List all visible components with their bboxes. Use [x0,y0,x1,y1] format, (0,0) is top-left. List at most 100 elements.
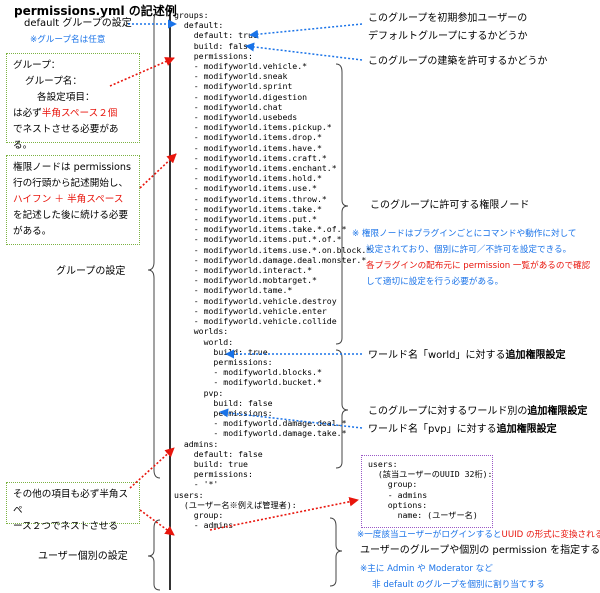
code-line: groups: [174,10,209,20]
box1-line5: でネストさせる必要がある。 [13,124,119,151]
code-line: - modifyworld.interact.* [174,265,313,276]
code-line: - modifyworld.bucket.* [174,377,322,388]
world-desc-b: 追加権限設定 [505,350,566,361]
code-line: - modifyworld.items.put.* [174,214,317,225]
default-desc-line2: デフォルトグループにするかどうか [368,31,528,42]
group-settings-label: グループの設定 [56,266,126,277]
code-line: - modifyworld.items.have.* [174,142,322,153]
box3-line2: ース２つでネストさせる [13,521,119,532]
code-line: - modifyworld.blocks.* [174,367,322,378]
code-line: - '*' [174,479,219,490]
arrow-pvp [219,408,363,429]
code-line: default: [174,20,224,31]
pvp-desc-b: 追加権限設定 [496,424,557,435]
code-line: (ユーザー名※例えば管理者): [174,499,297,510]
code-line: - modifyworld.items.enchant.* [174,163,337,174]
code-line: - modifyworld.sprint [174,81,293,92]
admin-note-line1: ※主に Admin や Moderator など [360,564,493,574]
default-desc-line1: このグループを初期参加ユーザーの [368,13,528,24]
users-bracket [147,519,161,591]
page-title: permissions.yml の記述例 [14,4,177,18]
code-line: permissions: [174,407,273,418]
uuid-code-line: options: [368,499,428,510]
uuid-note: ※一度該当ユーザーがログインするとUUID の形式に変換される [357,527,600,543]
code-line: admins: [174,438,219,449]
note-line4: して適切に設定を行う必要がある。 [366,277,504,287]
box2-line3: ハイフン ＋ 半角スペース [13,194,124,205]
code-line: - modifyworld.items.use.* [174,183,317,194]
users-right-bracket [329,517,343,587]
nesting-reminder-box: その他の項目も必ず半角スペ ース２つでネストさせる [6,482,140,532]
pvp-desc-a: ワールド名「pvp」に対する [368,424,497,435]
code-line: - modifyworld.damage.deal.monster.* [174,254,367,265]
code-line: - modifyworld.vehicle.destroy [174,295,337,306]
code-line: - modifyworld.vehicle.* [174,61,308,72]
arrow-nesting [109,57,175,87]
code-line: - modifyworld.damage.take.* [174,428,347,439]
note-line3: 各プラグインの配布元に permission 一覧があるので確認 [366,261,591,271]
permission-node-box: 権限ノードは permissions 行の行頭から記述開始し、 ハイフン ＋ 半… [6,155,140,245]
code-line: permissions: [174,469,253,480]
note-line2: 設定されており、個別に許可／不許可を設定できる。 [366,245,572,255]
arrow-hyphen [139,153,177,189]
code-line: users: [174,489,204,500]
code-line: - modifyworld.tame.* [174,285,293,296]
box2-line4: を記述した後に続ける必要 [13,210,129,221]
note-line1: ※ 権限ノードはプラグインごとにコマンドや動作に対して [352,229,577,239]
uuid-note-a: ※一度該当ユーザーがログインすると [357,530,502,540]
uuid-code-line: - admins [368,489,428,500]
code-line: build: false [174,397,273,408]
world-desc: ワールド名「world」に対する追加権限設定 [368,348,566,363]
code-line: - admins [174,520,234,531]
box1-line4b: 半角スペース２個 [41,108,118,119]
code-line: - modifyworld.sneak [174,71,288,82]
build-desc: このグループの建築を許可するかどうか [368,56,548,67]
uuid-code-line: group: [368,479,418,490]
groups-bracket [147,11,161,479]
pvp-desc: ワールド名「pvp」に対する追加権限設定 [368,422,557,437]
code-line: - modifyworld.damage.deal.* [174,418,347,429]
group-nesting-box: グループ： グループ名： 各設定項目： は必ず半角スペース２個 でネストさせる必… [6,53,140,151]
arrow-uuid [209,497,359,531]
assign-desc: ユーザーのグループや個別の permission を指定する [360,545,600,556]
world-desc-a: ワールド名「world」に対する [368,350,506,361]
user-settings-label: ユーザー個別の設定 [38,551,128,562]
box3-line1: その他の項目も必ず半角スペ [13,489,129,516]
box2-line1: 権限ノードは permissions [13,162,132,173]
code-line: - modifyworld.items.put.*.of.* [174,234,342,245]
admin-note-line2: 非 default のグループを個別に割り当てする [372,580,545,590]
uuid-code-line: users: [368,459,398,469]
arrow-other-down [139,509,175,536]
code-line: - modifyworld.usebeds [174,112,298,123]
code-line: - modifyworld.digestion [174,91,308,102]
code-line: - modifyworld.mobtarget.* [174,275,317,286]
code-line: - modifyworld.items.hold.* [174,173,322,184]
code-line: - modifyworld.items.throw.* [174,193,327,204]
code-line: permissions: [174,50,253,61]
uuid-note-b: UUID の形式に変換される [501,530,600,540]
yaml-code-block: groups: default: default: true build: fa… [174,10,371,530]
code-line: - modifyworld.items.drop.* [174,132,322,143]
box1-line4: は必ず半角スペース２個 [13,106,133,122]
uuid-code-line: name: (ユーザー名) [368,510,478,521]
code-line: - modifyworld.items.pickup.* [174,122,332,133]
worlds-bracket [335,349,349,469]
arrow-other-up [129,447,175,489]
code-line: - modifyworld.vehicle.enter [174,305,327,316]
code-line: permissions: [174,356,273,367]
box1-line2: グループ名： [25,76,82,87]
code-line: build: false [174,40,253,51]
code-line: - modifyworld.items.use.*.on.block.* [174,244,372,255]
box2-line5: がある。 [13,226,52,237]
uuid-users-box: users: (該当ユーザーのUUID 32桁): group: - admin… [361,455,493,528]
box1-line3: 各設定項目： [37,92,95,103]
code-line: world: [174,336,234,347]
box1-line1: グループ： [13,60,61,71]
box1-line4a: は必ず [13,108,42,119]
per-world-desc-a: このグループに対するワールド別の [368,406,528,417]
code-line: group: [174,509,224,520]
arrow-build-false [245,42,363,61]
permission-nodes-desc: このグループに許可する権限ノード [370,200,530,211]
code-line: - modifyworld.items.take.* [174,203,322,214]
